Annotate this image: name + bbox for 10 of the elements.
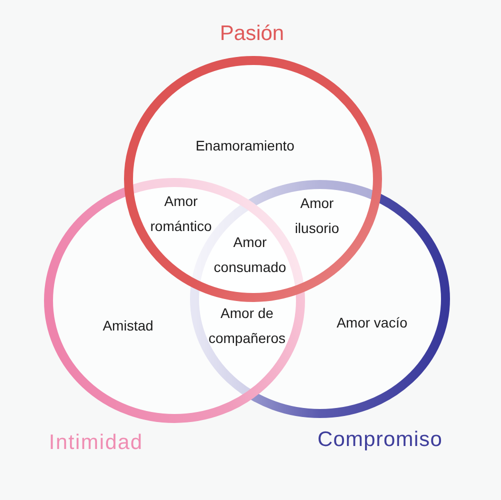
region-label: Amor romántico (149, 192, 213, 236)
circle-title: Intimidad (48, 430, 144, 456)
circle-title: Compromiso (317, 427, 443, 453)
region-label: Amor vacío (336, 314, 408, 332)
region-label: Enamoramiento (196, 136, 294, 156)
circle-title: Pasión (220, 21, 284, 47)
region-label: Amor ilusorio (294, 194, 340, 238)
region-label: Amor consumado (212, 233, 288, 277)
region-label: Amor de compañeros (207, 304, 287, 348)
region-label: Amistad (102, 316, 154, 336)
